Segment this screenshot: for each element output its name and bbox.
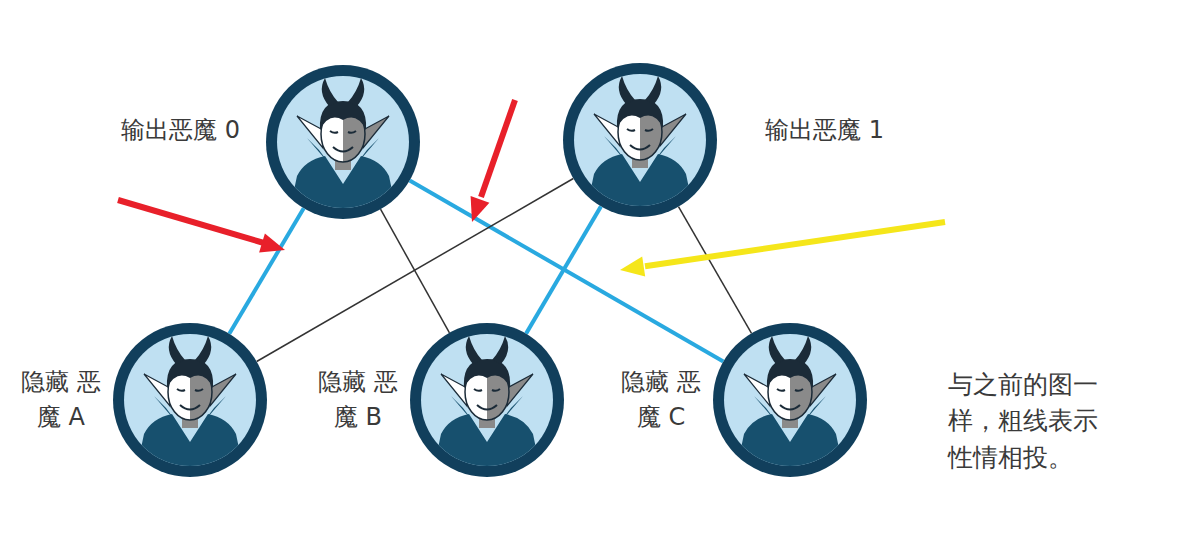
demon-figure (563, 63, 717, 217)
weight-link (381, 209, 450, 333)
note-text: 与之前的图一样，粗线表示性情相投。 (948, 367, 1100, 476)
pointer-arrow (118, 200, 264, 243)
affinity-link (526, 206, 601, 333)
demon-illustration (266, 65, 420, 219)
demon-node: 输出恶魔 1 (563, 63, 717, 217)
demon-illustration (563, 63, 717, 217)
pointer-arrow (471, 196, 490, 222)
demon-illustration (113, 323, 267, 477)
demon-figure (266, 65, 420, 219)
affinity-link (229, 208, 303, 334)
node-label: 隐藏 恶魔 A (13, 365, 109, 435)
demon-node: 隐藏 恶魔 C (713, 323, 867, 477)
weight-link (678, 207, 751, 334)
demon-node: 输出恶魔 0 (266, 65, 420, 219)
node-label: 隐藏 恶魔 C (613, 365, 709, 435)
pointer-arrow (620, 257, 645, 277)
demon-illustration (410, 323, 564, 477)
demon-figure (113, 323, 267, 477)
demon-node: 隐藏 恶魔 B (410, 323, 564, 477)
demon-illustration (713, 323, 867, 477)
node-label: 隐藏 恶魔 B (310, 365, 406, 435)
pointer-arrow (259, 233, 285, 252)
demon-node: 隐藏 恶魔 A (113, 323, 267, 477)
pointer-arrow (481, 100, 515, 197)
demon-figure (410, 323, 564, 477)
node-label: 输出恶魔 1 (765, 113, 884, 148)
node-label: 输出恶魔 0 (121, 113, 240, 148)
pointer-arrow (645, 222, 945, 266)
demon-figure (713, 323, 867, 477)
